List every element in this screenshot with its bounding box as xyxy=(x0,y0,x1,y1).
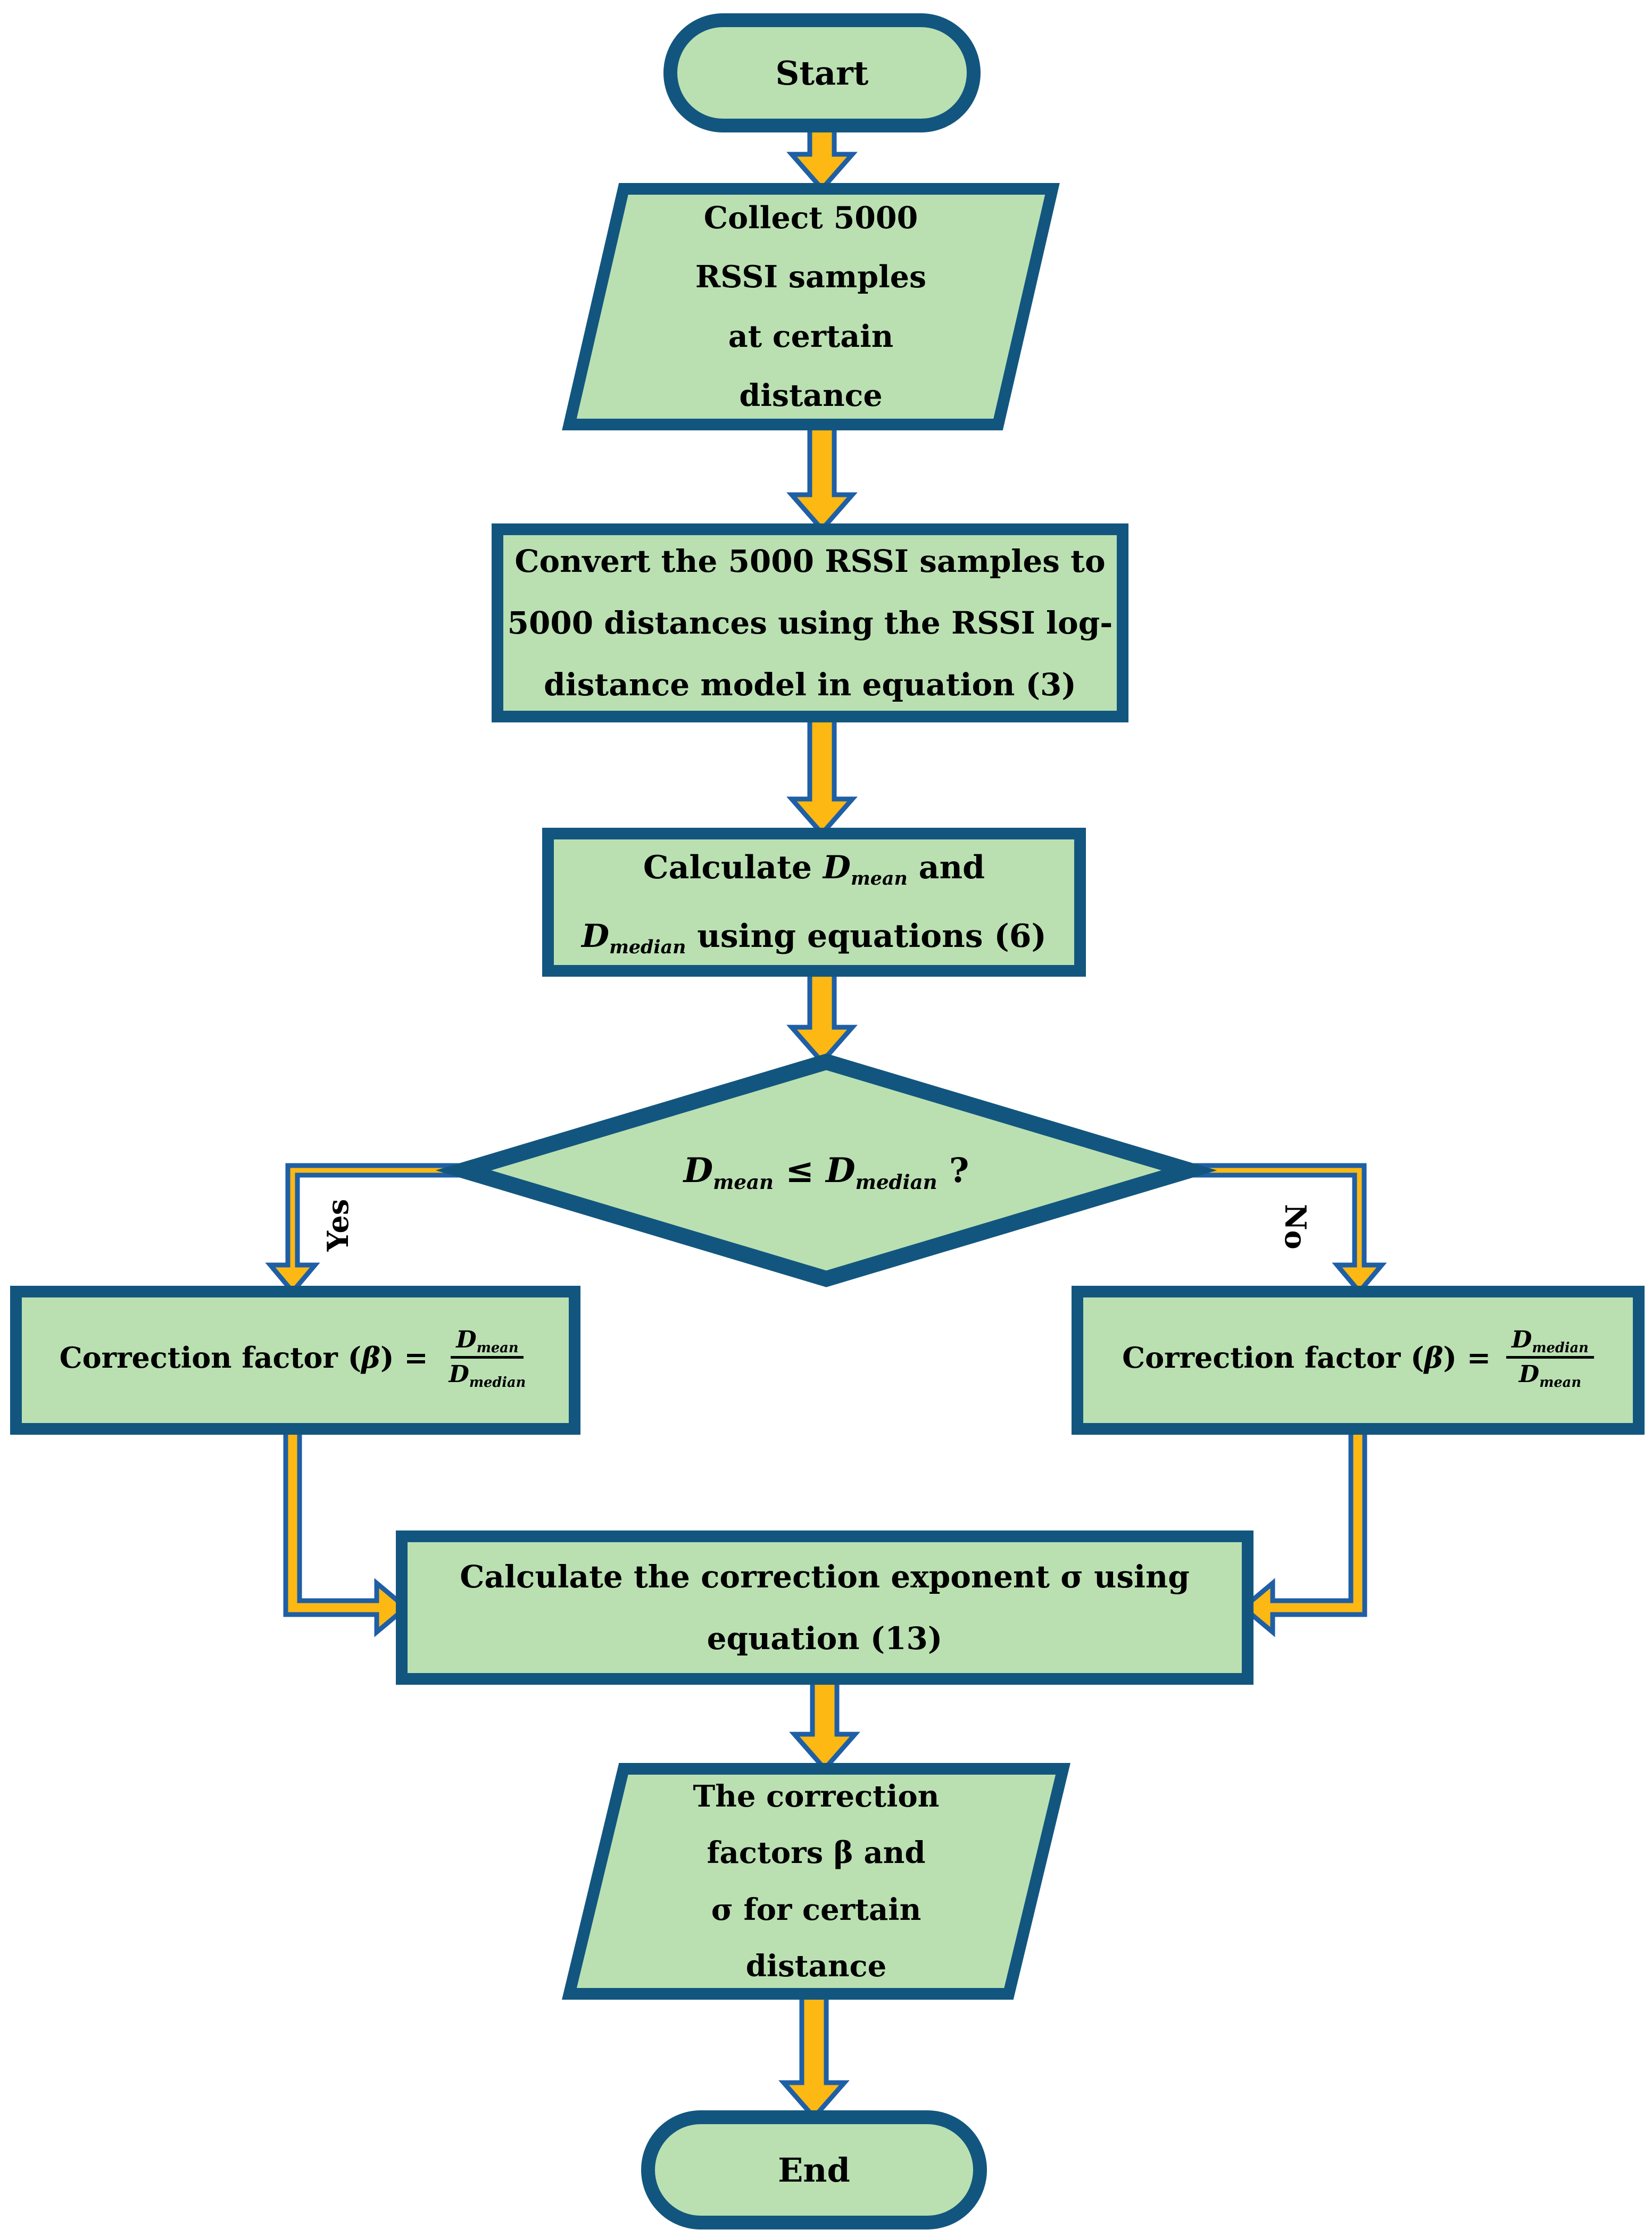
decision-question-mark: ? xyxy=(937,1150,969,1191)
calc-suffix: using equations (6) xyxy=(686,918,1047,955)
decision-sub-right: median xyxy=(855,1170,937,1194)
den-d-sub: median xyxy=(469,1374,526,1391)
calc-prefix: Calculate xyxy=(643,849,823,886)
calc-and: and xyxy=(907,849,985,886)
arrow-decision-yes-elbow xyxy=(265,1163,471,1295)
exponent-line-2: equation (13) xyxy=(707,1620,943,1657)
convert-samples-rect xyxy=(492,523,1128,722)
convert-line-3: distance model in equation (3) xyxy=(544,667,1076,703)
factor-left-prefix: Correction factor ( xyxy=(59,1341,362,1375)
arrow-decision-no-elbow xyxy=(1181,1163,1387,1295)
output-line-3: σ for certain xyxy=(711,1892,922,1927)
output-line-2: factors β and xyxy=(707,1835,926,1871)
decision-d-left: D xyxy=(683,1150,713,1191)
no-text: No xyxy=(1279,1204,1313,1250)
correction-factor-right-rect xyxy=(1072,1286,1645,1435)
collect-samples-parallelogram xyxy=(562,183,1060,430)
end-text: End xyxy=(778,2150,850,2190)
arrow-exponent-to-output xyxy=(789,1673,860,1773)
decision-label: Dmean ≤ Dmedian ? xyxy=(463,1062,1189,1279)
output-line-4: distance xyxy=(745,1948,887,1984)
num-d-sub: mean xyxy=(476,1340,519,1357)
decision-sub-left: mean xyxy=(713,1170,774,1194)
den-d-sub-right: mean xyxy=(1539,1374,1581,1391)
decision-diamond xyxy=(435,1053,1217,1287)
yes-text: Yes xyxy=(321,1199,355,1252)
convert-line-1: Convert the 5000 RSSI samples to xyxy=(514,543,1106,579)
fraction-denominator-right: Dmean xyxy=(1514,1359,1587,1391)
start-label: Start xyxy=(670,20,974,126)
den-d-var: D xyxy=(449,1360,469,1388)
factor-right-equals: ) = xyxy=(1443,1341,1501,1375)
beta-symbol: β xyxy=(361,1341,381,1375)
num-d-var-right: D xyxy=(1511,1326,1532,1354)
convert-samples-label: Convert the 5000 RSSI samples to 5000 di… xyxy=(497,529,1123,717)
arrow-right-factor-to-exponent xyxy=(1239,1426,1367,1637)
collect-line-4: distance xyxy=(739,377,883,413)
num-d-sub-right: median xyxy=(1532,1340,1589,1357)
factor-left-equals: ) = xyxy=(380,1341,438,1375)
fraction-numerator: Dmean xyxy=(451,1325,524,1359)
fraction-denominator: Dmedian xyxy=(443,1359,531,1391)
fraction-numerator-right: Dmedian xyxy=(1506,1325,1594,1359)
calc-mean-median-rect xyxy=(542,828,1086,977)
den-d-var-right: D xyxy=(1518,1360,1540,1388)
num-d-var: D xyxy=(456,1326,477,1354)
collect-line-2: RSSI samples xyxy=(695,259,927,295)
d-mean-sub: mean xyxy=(850,868,908,890)
calc-line-1: Calculate Dmean and xyxy=(643,834,985,902)
d-median-sub: median xyxy=(609,936,686,959)
exponent-line-1: Calculate the correction exponent σ usin… xyxy=(460,1559,1190,1595)
correction-exponent-rect xyxy=(396,1530,1253,1685)
arrow-calc-to-decision xyxy=(786,966,858,1066)
collect-line-3: at certain xyxy=(728,318,894,354)
decision-d-right: D xyxy=(826,1150,856,1191)
correction-exponent-label: Calculate the correction exponent σ usin… xyxy=(402,1536,1248,1679)
arrow-convert-to-calc xyxy=(786,710,858,837)
calc-line-2: Dmedian using equations (6) xyxy=(582,902,1047,971)
decision-expression: Dmean ≤ Dmedian ? xyxy=(683,1150,969,1194)
collect-samples-label: Collect 5000 RSSI samples at certain dis… xyxy=(569,189,1052,425)
correction-factor-left-rect xyxy=(10,1286,580,1435)
start-node-shape xyxy=(663,13,981,132)
arrow-left-factor-to-exponent xyxy=(283,1426,410,1637)
calc-mean-median-label: Calculate Dmean and Dmedian using equati… xyxy=(548,834,1080,971)
end-node-shape xyxy=(641,2110,987,2229)
beta-symbol-right: β xyxy=(1424,1341,1443,1375)
output-factors-parallelogram xyxy=(562,1763,1070,2000)
convert-line-2: 5000 distances using the RSSI log- xyxy=(507,605,1113,641)
yes-branch-label: Yes xyxy=(285,1172,391,1278)
collect-line-1: Collect 5000 xyxy=(703,200,918,236)
end-label: End xyxy=(648,2117,980,2223)
arrow-output-to-end xyxy=(778,1988,850,2121)
no-branch-label: No xyxy=(1242,1174,1349,1280)
d-mean-var: D xyxy=(823,849,851,886)
factor-right-prefix: Correction factor ( xyxy=(1122,1341,1424,1375)
start-text: Start xyxy=(775,53,869,93)
d-median-var: D xyxy=(582,918,610,955)
output-line-1: The correction xyxy=(693,1778,940,1814)
arrow-collect-to-convert xyxy=(786,418,858,533)
output-factors-label: The correction factors β and σ for certa… xyxy=(569,1769,1063,1994)
decision-comparator: ≤ xyxy=(773,1150,826,1191)
